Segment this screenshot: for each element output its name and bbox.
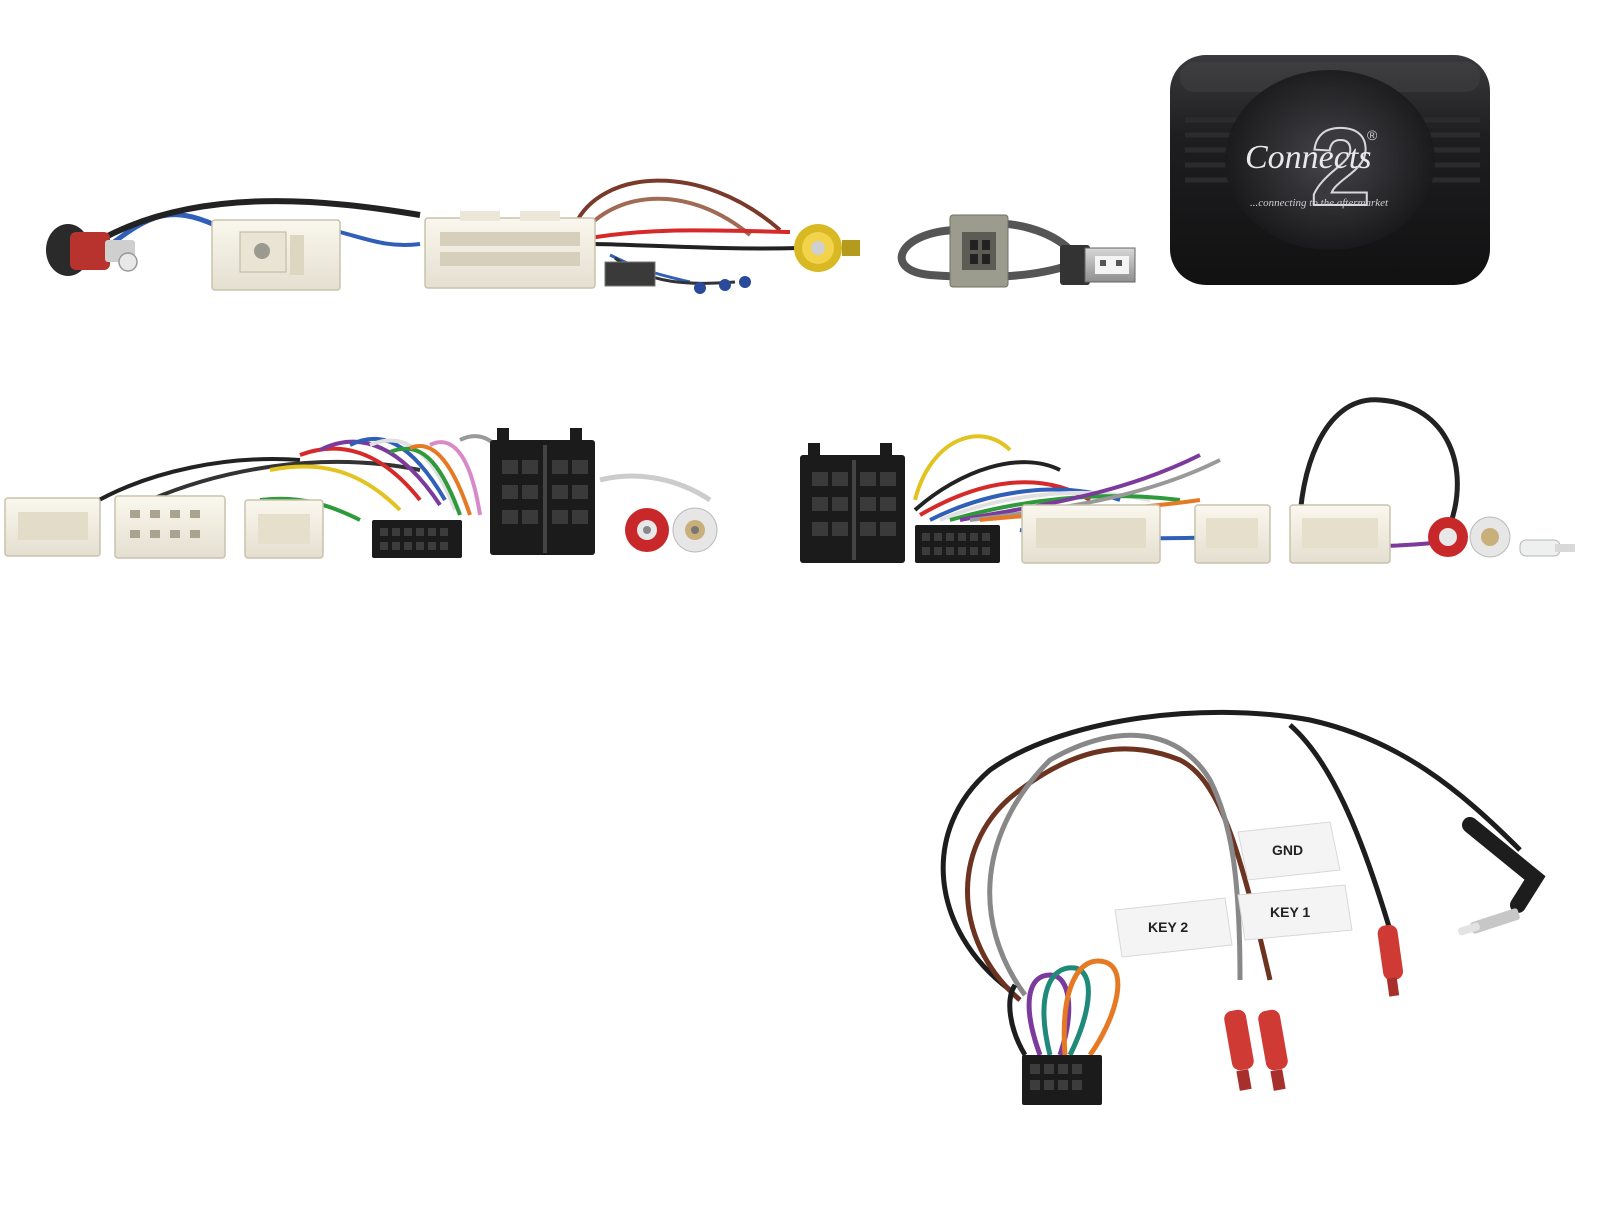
label-key2: KEY 2	[1114, 897, 1233, 958]
usb-adapter-lead	[897, 214, 1136, 288]
logo-dome	[1225, 70, 1435, 250]
red-bullet-connectors	[1224, 924, 1404, 1091]
iso-block-connector-left	[490, 428, 595, 555]
brand-tagline: ...connecting to the aftermarket	[1250, 197, 1389, 209]
steering-patch-lead: GND KEY 1 KEY 2	[940, 709, 1546, 1105]
brand-logo: 2 Connects ® ...connecting to the afterm…	[1245, 105, 1389, 230]
black-pin-connector-right	[915, 525, 1000, 563]
white-connector-right-1	[1021, 504, 1161, 564]
black-pin-connector-left	[372, 520, 462, 558]
vehicle-harness-right	[800, 397, 1575, 564]
white-connector-left-1	[4, 497, 101, 557]
white-connector-right-2	[1194, 504, 1271, 564]
brand-numeral: 2	[1310, 106, 1371, 229]
label-gnd-text: GND	[1272, 842, 1303, 858]
white-connector-left-3	[244, 499, 324, 559]
antenna-pin-icon	[1519, 539, 1575, 557]
jack-plug-icon	[1458, 908, 1520, 936]
iso-block-connector-right	[800, 443, 905, 563]
interface-module: 2 Connects ® ...connecting to the afterm…	[1170, 55, 1490, 285]
label-key1-text: KEY 1	[1270, 904, 1310, 920]
rca-plugs-left	[599, 473, 718, 553]
label-key2-text: KEY 2	[1148, 919, 1188, 935]
white-connector-right-3	[1289, 504, 1391, 564]
registered-mark: ®	[1367, 127, 1378, 143]
iso-power-lead-row1	[424, 178, 860, 294]
label-gnd: GND	[1237, 821, 1341, 881]
antenna-adapter-lead	[46, 198, 421, 291]
antenna-plug-icon	[46, 224, 138, 276]
usb-socket-connector	[949, 214, 1009, 288]
label-key1: KEY 1	[1237, 884, 1353, 941]
antenna-socket-connector	[211, 219, 341, 291]
white-connector-left-2	[114, 495, 226, 559]
black-pin-connector-patch	[1022, 1055, 1102, 1105]
brand-name: Connects	[1245, 139, 1372, 176]
vehicle-harness-left	[4, 428, 718, 559]
rca-plugs-right	[1428, 516, 1575, 558]
right-angle-plug-body	[1462, 817, 1546, 913]
usb-plug-icon	[1060, 245, 1136, 285]
multi-pin-white-connector	[424, 211, 596, 289]
yellow-rca-plug-icon	[794, 224, 860, 272]
